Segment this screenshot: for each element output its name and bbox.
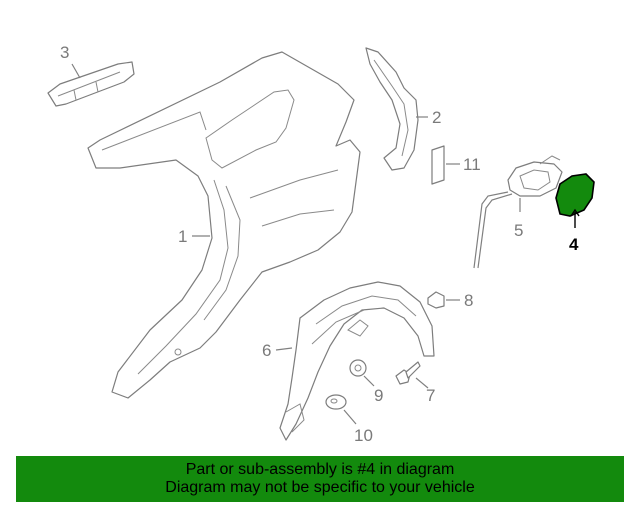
part-7-bolt	[395, 361, 421, 385]
leader-3	[71, 63, 81, 79]
part-4-fuel-door	[555, 173, 595, 217]
callout-10: 10	[354, 426, 373, 445]
banner-line-1: Part or sub-assembly is #4 in diagram	[185, 461, 455, 478]
part-2-inner-panel	[365, 47, 419, 171]
callout-4: 4	[569, 235, 579, 254]
part-1-quarter-panel	[87, 51, 361, 399]
callout-5: 5	[514, 221, 523, 240]
parts-diagram: 3 2 11 5 4 1 6 8 7 9 10	[47, 43, 595, 445]
part-6-wheel-liner	[279, 281, 435, 441]
banner-line-2: Diagram may not be specific to your vehi…	[165, 479, 475, 496]
info-banner: Part or sub-assembly is #4 in diagram Di…	[16, 456, 624, 502]
leader-9	[363, 375, 375, 387]
part-5-filler-housing	[473, 155, 563, 269]
callout-8: 8	[464, 291, 473, 310]
callout-6: 6	[262, 341, 271, 360]
callout-7: 7	[426, 386, 435, 405]
callout-2: 2	[432, 108, 441, 127]
part-11-pad	[431, 145, 445, 185]
leader-10	[343, 409, 357, 425]
callout-9: 9	[374, 386, 383, 405]
leader-7	[415, 377, 429, 389]
part-3-bracket	[47, 61, 135, 107]
callout-3: 3	[60, 43, 69, 62]
leader-6	[275, 347, 293, 351]
callout-1: 1	[178, 227, 187, 246]
part-9-nut	[349, 359, 367, 377]
part-8-clip	[427, 291, 445, 309]
part-10-grommet	[325, 394, 347, 410]
callout-11: 11	[463, 155, 481, 174]
leader-4-arrow	[570, 208, 580, 217]
